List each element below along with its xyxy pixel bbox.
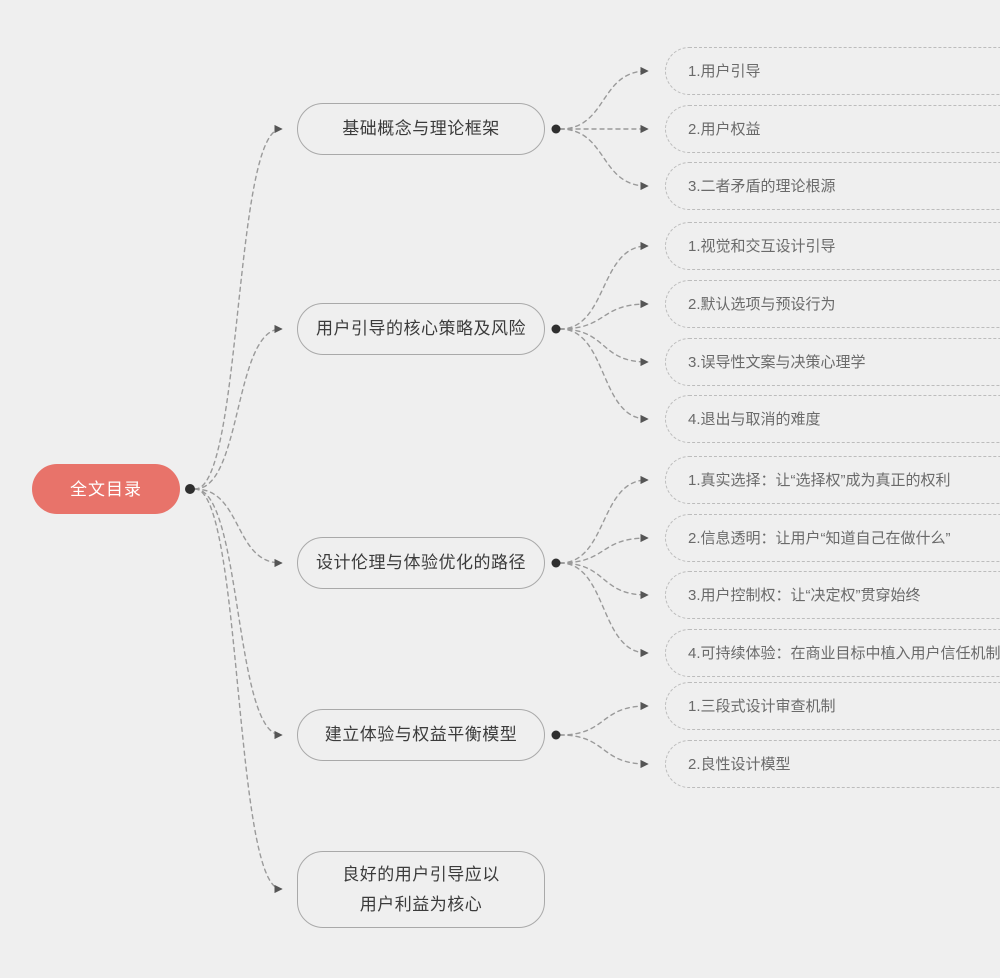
leaf-node-label: 3.误导性文案与决策心理学 [688,353,866,371]
leaf-node-label: 1.用户引导 [688,62,761,80]
leaf-node-1-2[interactable]: 2.用户权益 [665,105,1000,153]
leaf-node-4-1[interactable]: 1.三段式设计审查机制 [665,682,1000,730]
branch-node-1[interactable]: 基础概念与理论框架 [297,103,545,155]
leaf-node-label: 3.二者矛盾的理论根源 [688,177,836,195]
branch-node-2[interactable]: 用户引导的核心策略及风险 [297,303,545,355]
leaf-node-2-2[interactable]: 2.默认选项与预设行为 [665,280,1000,328]
leaf-node-3-1[interactable]: 1.真实选择：让“选择权”成为真正的权利 [665,456,1000,504]
leaf-node-label: 4.可持续体验：在商业目标中植入用户信任机制 [688,644,1000,662]
leaf-node-2-4[interactable]: 4.退出与取消的难度 [665,395,1000,443]
leaf-node-label: 2.用户权益 [688,120,761,138]
root-node-label: 全文目录 [70,479,142,499]
leaf-node-label: 4.退出与取消的难度 [688,410,821,428]
leaf-node-3-3[interactable]: 3.用户控制权：让“决定权”贯穿始终 [665,571,1000,619]
leaf-node-label: 1.三段式设计审查机制 [688,697,836,715]
leaf-node-1-1[interactable]: 1.用户引导 [665,47,1000,95]
leaf-node-3-4[interactable]: 4.可持续体验：在商业目标中植入用户信任机制 [665,629,1000,677]
branch-node-label: 设计伦理与体验优化的路径 [316,553,526,572]
leaf-node-label: 2.信息透明：让用户“知道自己在做什么” [688,529,951,547]
branch-node-label: 建立体验与权益平衡模型 [324,725,518,744]
leaf-node-label: 2.良性设计模型 [688,755,791,773]
leaf-node-4-2[interactable]: 2.良性设计模型 [665,740,1000,788]
leaf-node-label: 3.用户控制权：让“决定权”贯穿始终 [688,586,921,604]
branch-node-label: 用户引导的核心策略及风险 [316,319,526,338]
leaf-node-label: 2.默认选项与预设行为 [688,295,836,313]
leaf-node-3-2[interactable]: 2.信息透明：让用户“知道自己在做什么” [665,514,1000,562]
leaf-node-1-3[interactable]: 3.二者矛盾的理论根源 [665,162,1000,210]
root-node[interactable]: 全文目录 [32,464,180,514]
branch-node-label: 良好的用户引导应以 用户利益为核心 [342,864,500,914]
branch-node-5[interactable]: 良好的用户引导应以 用户利益为核心 [297,851,545,928]
branch-node-label: 基础概念与理论框架 [342,119,500,138]
leaf-node-label: 1.真实选择：让“选择权”成为真正的权利 [688,471,951,489]
branch-node-3[interactable]: 设计伦理与体验优化的路径 [297,537,545,589]
branch-node-4[interactable]: 建立体验与权益平衡模型 [297,709,545,761]
leaf-node-2-3[interactable]: 3.误导性文案与决策心理学 [665,338,1000,386]
leaf-node-2-1[interactable]: 1.视觉和交互设计引导 [665,222,1000,270]
leaf-node-label: 1.视觉和交互设计引导 [688,237,836,255]
